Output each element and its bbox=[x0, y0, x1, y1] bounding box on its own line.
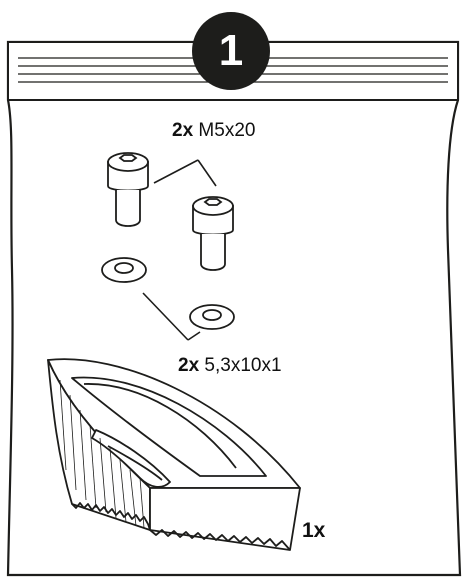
washer-leader-lines bbox=[142, 292, 201, 341]
step-number-badge: 1 bbox=[192, 12, 270, 90]
screw-spec: M5x20 bbox=[198, 120, 256, 141]
washer-icon bbox=[189, 304, 235, 330]
washer-icon bbox=[101, 257, 147, 283]
block-quantity-label: 1x bbox=[302, 519, 325, 543]
screw-quantity-label: 2x M5x20 bbox=[172, 120, 255, 142]
screw-icon bbox=[107, 152, 149, 227]
washer-qty: 2x bbox=[178, 355, 200, 376]
screw-leader-lines bbox=[153, 159, 217, 187]
washer-quantity-label: 2x 5,3x10x1 bbox=[178, 355, 282, 377]
curved-block-icon bbox=[47, 358, 301, 551]
screw-icon bbox=[192, 196, 234, 271]
washer-spec: 5,3x10x1 bbox=[204, 355, 282, 376]
screw-qty: 2x bbox=[172, 120, 194, 141]
block-qty: 1x bbox=[302, 519, 326, 542]
